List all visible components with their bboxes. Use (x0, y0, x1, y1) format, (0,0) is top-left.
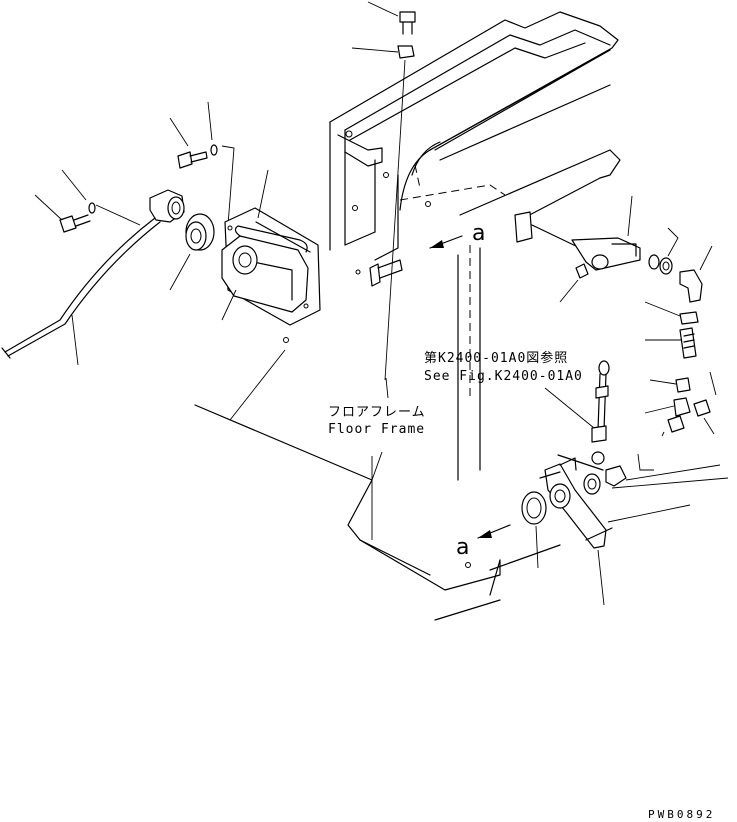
top-bolt (367, 1, 416, 35)
stud-bolt (355, 259, 403, 287)
reference-label-en: See Fig.K2400-01A0 (424, 369, 583, 384)
frame-label-en: Floor Frame (328, 422, 425, 437)
frame-label-jp: フロアフレーム (328, 405, 426, 420)
throttle-cable (1, 169, 185, 366)
bracket-rod (514, 195, 641, 303)
connector-arrow-upper (429, 235, 463, 249)
lever-assembly (539, 453, 729, 606)
nut-stack (644, 301, 717, 437)
drawing-code: PWB0892 (648, 808, 715, 821)
reference-label-jp: 第K2400-01A0図参照 (424, 350, 568, 366)
large-washer (521, 491, 547, 569)
mount-bolt (169, 101, 235, 226)
connector-mark-upper: a (472, 221, 485, 246)
control-box (221, 169, 321, 326)
connector-arrow-lower (477, 524, 511, 539)
bushing (169, 213, 215, 291)
floor-frame (194, 11, 621, 621)
elbow-fitting (679, 245, 713, 303)
washers-right (648, 227, 679, 275)
top-nut (351, 45, 415, 381)
linkage-rod (544, 360, 610, 465)
connector-mark-lower: a (456, 535, 469, 560)
